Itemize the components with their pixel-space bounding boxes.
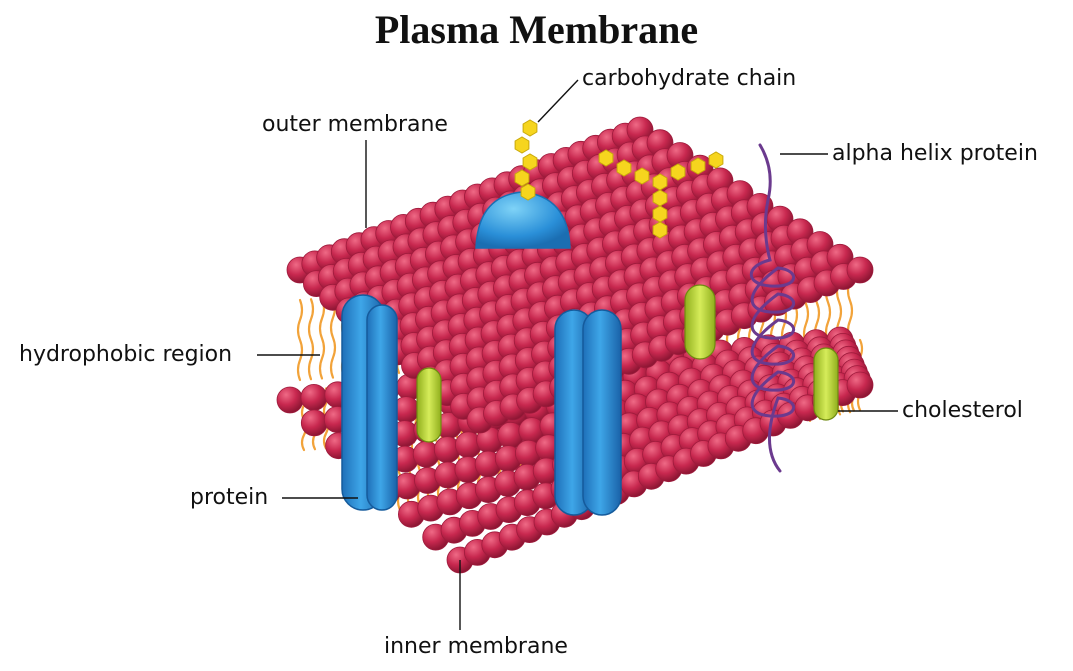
carbohydrate-unit — [670, 163, 686, 181]
carbohydrate-unit — [652, 173, 668, 191]
label-outer-membrane: outer membrane — [262, 112, 448, 137]
carbohydrate-unit — [522, 153, 538, 171]
carbohydrate-unit — [708, 151, 724, 169]
cholesterol-pill — [416, 367, 442, 443]
lipid-tail — [307, 298, 315, 381]
lipid-tail — [318, 297, 326, 380]
cholesterol-pill — [813, 347, 839, 421]
label-protein: protein — [190, 485, 269, 510]
diagram-title: Plasma Membrane — [374, 7, 699, 52]
carbohydrate-unit — [520, 183, 536, 201]
cholesterol-pill — [684, 284, 716, 360]
carbohydrate-unit — [522, 119, 538, 137]
leader-line-carbohydrate — [537, 79, 579, 123]
inner-leaflet-head — [300, 383, 328, 411]
label-carbohydrate-chain: carbohydrate chain — [582, 66, 797, 91]
protein-channel — [582, 309, 622, 516]
carbohydrate-unit — [514, 136, 530, 154]
label-alpha-helix-protein: alpha helix protein — [832, 141, 1038, 166]
inner-leaflet-head — [300, 409, 328, 437]
alpha-helix-protein — [749, 143, 796, 473]
label-inner-membrane: inner membrane — [384, 634, 568, 659]
carbohydrate-unit — [652, 189, 668, 207]
carbohydrate-unit — [652, 221, 668, 239]
carbohydrate-unit — [634, 167, 650, 185]
protein-channel — [366, 304, 398, 511]
carbohydrate-unit — [690, 157, 706, 175]
leader-lines — [257, 79, 898, 630]
membrane-features — [341, 119, 839, 516]
carbohydrate-unit — [652, 205, 668, 223]
carbohydrate-unit — [514, 169, 530, 187]
inner-leaflet-head — [276, 386, 304, 414]
label-hydrophobic-region: hydrophobic region — [19, 342, 233, 367]
lipid-tail — [329, 296, 337, 379]
lipid-tail — [296, 298, 304, 382]
outer-leaflet-head — [846, 256, 874, 284]
label-cholesterol: cholesterol — [902, 398, 1023, 423]
inner-leaflet-head — [846, 371, 874, 399]
carbohydrate-unit — [598, 149, 614, 167]
carbohydrate-unit — [616, 159, 632, 177]
